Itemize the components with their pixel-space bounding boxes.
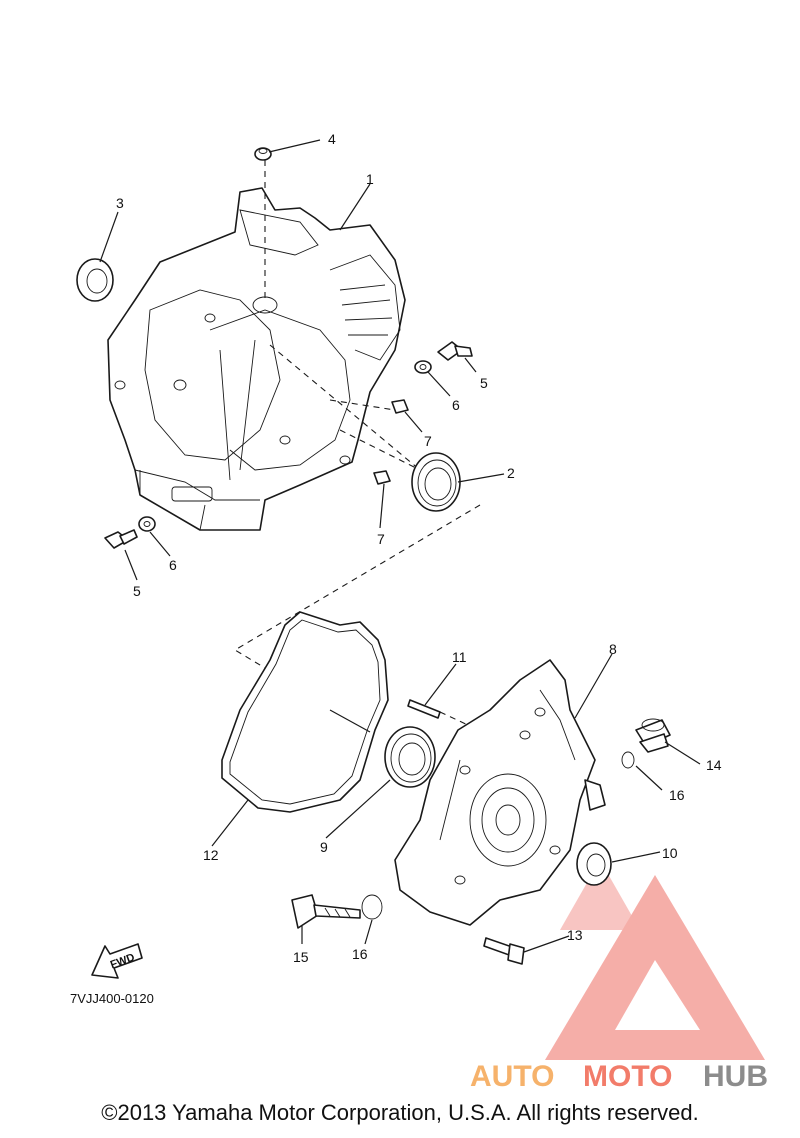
dowel-pin-part bbox=[373, 399, 409, 485]
callout-1: 1 bbox=[366, 171, 374, 187]
drain-plug-part bbox=[635, 718, 671, 753]
leader-lines bbox=[99, 139, 701, 953]
watermark-wordmark: AUTO MOTO HUB bbox=[470, 1060, 768, 1093]
callout-13: 13 bbox=[567, 927, 583, 943]
dipstick-part bbox=[291, 894, 361, 929]
watermark-moto: MOTO bbox=[583, 1060, 672, 1093]
callout-5: 5 bbox=[480, 375, 488, 391]
bearing-part-9 bbox=[384, 726, 436, 788]
callout-10: 10 bbox=[662, 845, 678, 861]
callout-16b: 16 bbox=[352, 946, 368, 962]
washer-part bbox=[138, 360, 432, 532]
callout-4: 4 bbox=[328, 131, 336, 147]
callout-7b: 7 bbox=[377, 531, 385, 547]
callout-7: 7 bbox=[424, 433, 432, 449]
diagram-code: 7VJJ400-0120 bbox=[70, 991, 154, 1006]
gasket-part bbox=[221, 611, 389, 813]
callout-12: 12 bbox=[203, 847, 219, 863]
callout-14: 14 bbox=[706, 757, 722, 773]
bolt-part bbox=[104, 341, 473, 549]
callout-9: 9 bbox=[320, 839, 328, 855]
bolt-part-13 bbox=[483, 937, 525, 965]
watermark-logo bbox=[545, 860, 765, 1060]
o-ring-part bbox=[361, 751, 635, 920]
crankcase-cover-part bbox=[394, 659, 606, 926]
collar-part bbox=[254, 147, 272, 161]
callout-5b: 5 bbox=[133, 583, 141, 599]
watermark-auto: AUTO bbox=[470, 1060, 554, 1093]
callout-labels: 4 1 3 5 6 7 2 7 6 5 8 11 14 16 10 9 12 1… bbox=[116, 131, 722, 965]
bearing-part bbox=[411, 452, 461, 512]
callout-11: 11 bbox=[452, 649, 467, 665]
crankcase-part bbox=[107, 187, 406, 531]
callout-8: 8 bbox=[609, 641, 617, 657]
copyright-notice: ©2013 Yamaha Motor Corporation, U.S.A. A… bbox=[101, 1100, 699, 1125]
oil-seal-part-10 bbox=[576, 842, 612, 886]
watermark-hub: HUB bbox=[703, 1060, 768, 1093]
callout-15: 15 bbox=[293, 949, 309, 965]
callout-16: 16 bbox=[669, 787, 685, 803]
callout-3: 3 bbox=[116, 195, 124, 211]
callout-6: 6 bbox=[452, 397, 460, 413]
callout-6b: 6 bbox=[169, 557, 177, 573]
oil-seal-part bbox=[76, 258, 114, 302]
fwd-arrow-icon: FWD bbox=[91, 943, 143, 979]
pin-part bbox=[407, 699, 441, 719]
callout-2: 2 bbox=[507, 465, 515, 481]
